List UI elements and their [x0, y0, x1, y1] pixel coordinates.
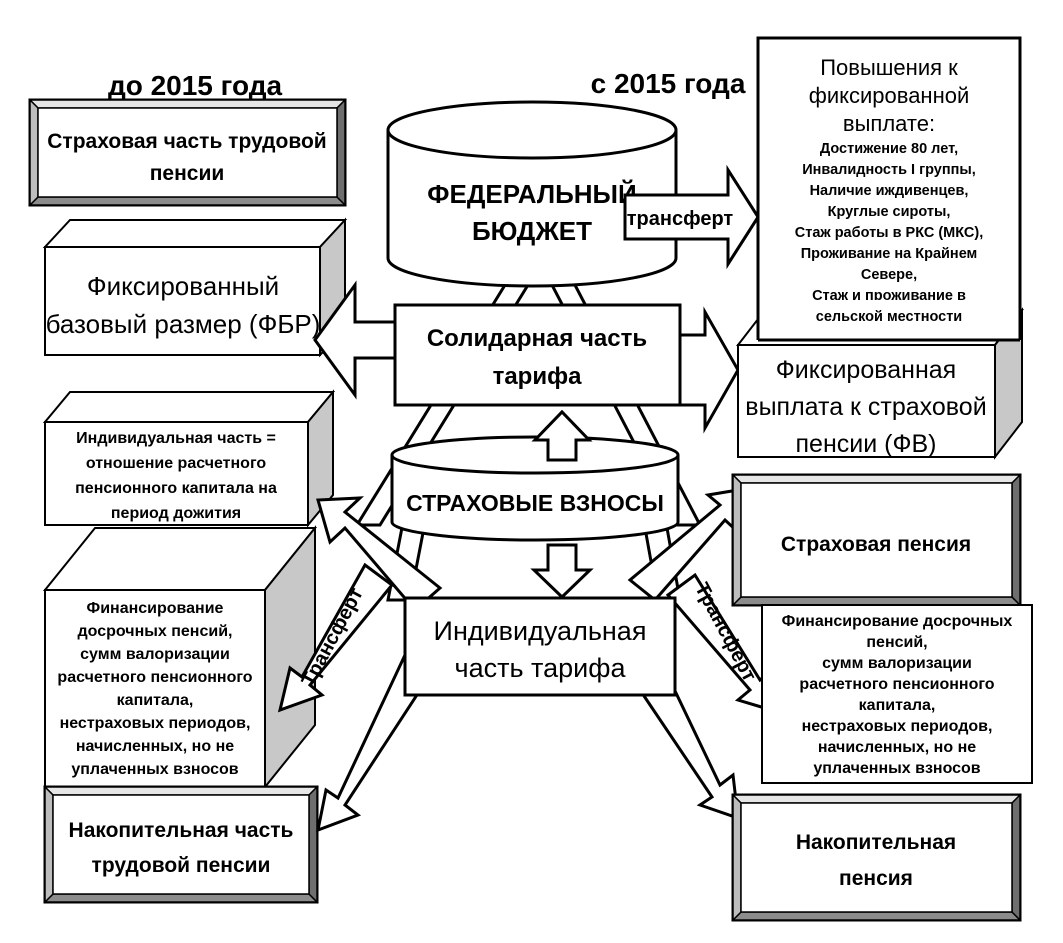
diagram-label: Фиксированный — [87, 271, 279, 301]
diagram-label: Стаж работы в РКС (МКС), — [795, 225, 984, 241]
box-funded-pension: Накопительная пенсия — [731, 793, 1022, 922]
increases-last-line: сельской местности — [816, 309, 962, 325]
cylinder-insurance-contributions: СТРАХОВЫЕ ВЗНОСЫ — [390, 435, 680, 542]
diagram-label: нестраховых периодов, — [60, 715, 251, 732]
diagram-label: фиксированной — [809, 83, 970, 108]
diagram-label: нестраховых периодов, — [802, 718, 993, 735]
arrow-up-overlay — [531, 409, 593, 462]
diagram-label: Индивидуальная часть = — [76, 430, 276, 447]
diagram-label: ФЕДЕРАЛЬНЫЙ — [427, 179, 636, 209]
box-individual-tariff: Индивидуальная часть тарифа — [403, 596, 677, 697]
diagram-label: Солидарная часть — [427, 325, 647, 352]
diagram-label: выплата к страховой — [745, 393, 986, 421]
diagram-label: Повышения к — [820, 55, 958, 80]
diagram-label: Наличие иждивенцев, — [810, 183, 969, 199]
header-after-2015: с 2015 года — [591, 68, 746, 99]
box-financing-right: Финансирование досрочных пенсий, сумм ва… — [761, 604, 1033, 784]
arrow-down-to-individual — [530, 543, 594, 600]
diagram-label: часть тарифа — [455, 653, 627, 683]
diagram-label: досрочных пенсий, — [78, 623, 233, 640]
diagram-label: Круглые сироты, — [828, 204, 951, 220]
transfer-label-small-overlay: трансферт — [627, 208, 734, 230]
diagram-label: расчетного пенсионного — [57, 669, 252, 686]
arrow-transfer-left — [277, 562, 395, 713]
box-increases-overlay — [758, 300, 1020, 340]
diagram-label: Накопительная часть — [69, 819, 294, 842]
diagram-label: БЮДЖЕТ — [472, 216, 592, 246]
cylinder-federal-budget: ФЕДЕРАЛЬНЫЙ БЮДЖЕТ — [386, 100, 678, 288]
box-funded-part-labour-pension: Накопительная часть трудовой пенсии — [43, 785, 319, 904]
diagram-label: капитала, — [859, 697, 936, 714]
diagram-label: пенсии (ФВ) — [796, 430, 937, 458]
arrow-to-individual-part — [316, 496, 443, 613]
diagram-label: начисленных, но не — [76, 738, 234, 755]
diagram-label: уплаченных взносов — [813, 760, 980, 777]
box-increases-to-fixed-payment: Повышения к фиксированной выплате: Дости… — [756, 36, 1022, 342]
diagram-label: отношение расчетного — [86, 455, 267, 472]
box-individual-part: Индивидуальная часть = отношение расчетн… — [42, 389, 336, 528]
box-insurance-pension: Страховая пенсия — [731, 473, 1022, 607]
box-financing-left: Финансирование досрочных пенсий, сумм ва… — [42, 525, 318, 790]
diagram-label: Накопительная — [796, 831, 956, 854]
diagram-label: трудовой пенсии — [92, 854, 271, 877]
diagram-label: Севере, — [861, 267, 917, 283]
arrow-to-fbr — [313, 280, 397, 400]
diagram-label: Индивидуальная — [434, 616, 647, 646]
diagram-label: пенсия — [839, 867, 913, 890]
diagram-label: пенсии — [150, 162, 225, 185]
box-solidary-tariff: Солидарная часть тарифа — [393, 303, 682, 407]
diagram-label: выплате: — [843, 111, 935, 136]
diagram-label: пенсий, — [866, 634, 927, 651]
diagram-label: Страховая пенсия — [781, 533, 971, 556]
diagram-label: сумм валоризации — [822, 655, 972, 672]
diagram-label: Финансирование досрочных — [782, 613, 1013, 630]
diagram-label: Страховая часть трудовой — [47, 130, 326, 153]
diagram-label: Финансирование — [87, 600, 224, 617]
diagram-label: тарифа — [493, 363, 583, 390]
diagram-label: сумм валоризации — [80, 646, 230, 663]
header-before-2015: до 2015 года — [108, 70, 283, 101]
diagram-label: период дожития — [111, 505, 241, 522]
box-insurance-part-labour-pension: Страховая часть трудовой пенсии — [28, 98, 347, 207]
arrow-to-funded-left — [315, 652, 433, 833]
diagram-label: капитала, — [117, 692, 194, 709]
diagram-label: пенсионного капитала на — [75, 480, 277, 497]
arrow-transfer-small-overlay — [623, 164, 760, 270]
box-fixed-base-amount: Фиксированный базовый размер (ФБР) — [42, 217, 348, 358]
diagram-label: Проживание на Крайнем — [801, 246, 978, 262]
diagram-label: Достижение 80 лет, — [820, 141, 958, 157]
diagram-label: базовый размер (ФБР) — [46, 309, 321, 339]
diagram-label: СТРАХОВЫЕ ВЗНОСЫ — [406, 490, 664, 516]
diagram-label: расчетного пенсионного — [799, 676, 994, 693]
arrow-to-fixed-payment — [678, 306, 740, 434]
diagram-label: Инвалидность I группы, — [802, 162, 976, 178]
diagram-label: начисленных, но не — [818, 739, 976, 756]
diagram-label: уплаченных взносов — [71, 761, 238, 778]
diagram-label: Фиксированная — [776, 356, 956, 384]
